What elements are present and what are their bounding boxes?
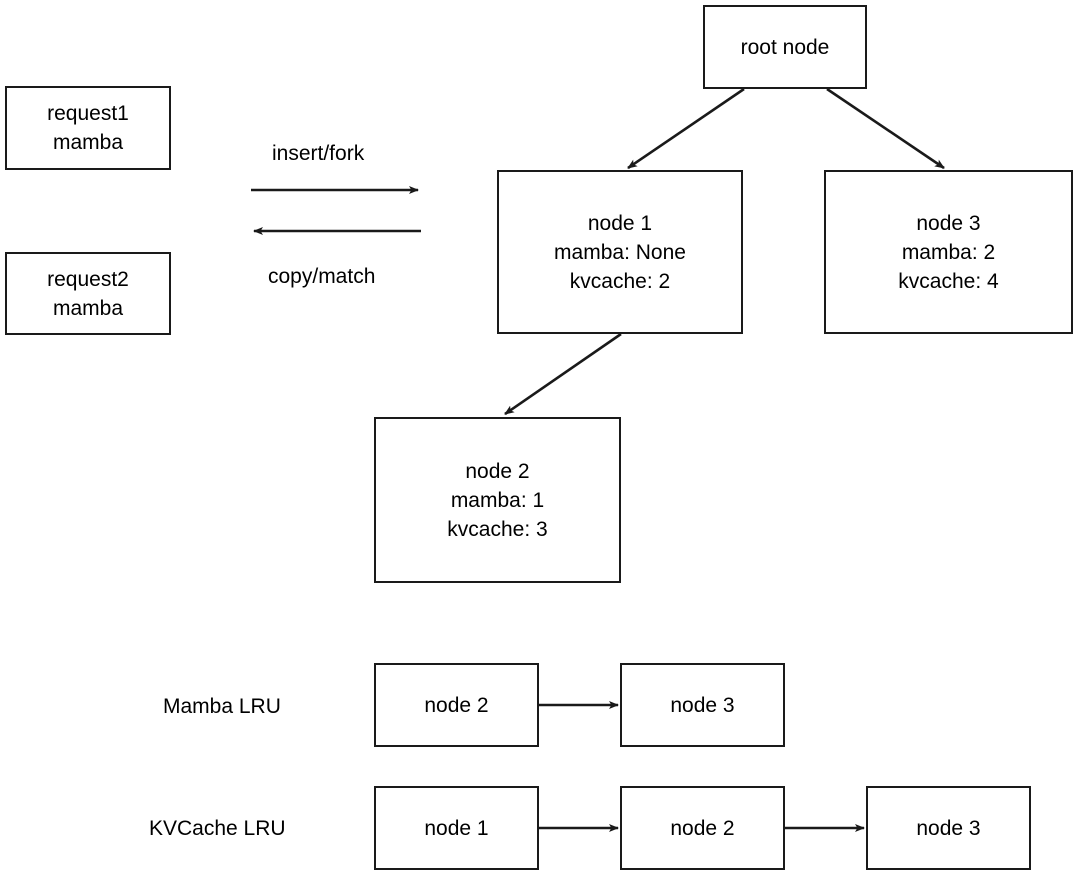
node1-box[interactable]: node 1 mamba: None kvcache: 2	[497, 170, 743, 334]
request2-line-1: request2	[47, 267, 129, 291]
node3-box[interactable]: node 3 mamba: 2 kvcache: 4	[824, 170, 1073, 334]
request1-line-2: mamba	[52, 131, 124, 154]
kvcache-lru-label: KVCache LRU	[149, 817, 286, 840]
node3-mamba: mamba: 2	[901, 240, 996, 264]
kvcache-lru-item-node2[interactable]: node 2	[620, 786, 785, 870]
kvcache-lru-item-node1[interactable]: node 1	[374, 786, 539, 870]
request2-box[interactable]: request2 mamba	[5, 252, 171, 335]
edge-root-to-node3	[826, 87, 945, 170]
node1-title: node 1	[587, 211, 653, 235]
node1-kvcache: kvcache: 2	[569, 269, 671, 293]
mamba-lru-item-node2-label: node 2	[424, 693, 489, 717]
insert-fork-label: insert/fork	[272, 142, 365, 165]
node2-kvcache: kvcache: 3	[447, 517, 548, 541]
kvcache-lru-item-node1-label: node 1	[424, 816, 489, 840]
node1-mamba: mamba: None	[554, 240, 686, 264]
mamba-lru-item-node3-label: node 3	[670, 693, 735, 717]
copy-match-label: copy/match	[268, 265, 376, 288]
kvcache-lru-item-node3-label: node 3	[916, 816, 981, 840]
node2-box[interactable]: node 2 mamba: 1 kvcache: 3	[374, 417, 621, 583]
kvcache-lru-item-node3[interactable]: node 3	[866, 786, 1031, 870]
node3-title: node 3	[916, 211, 981, 235]
node2-title: node 2	[465, 459, 530, 483]
mamba-lru-item-node2[interactable]: node 2	[374, 663, 539, 747]
edge-root-to-node1	[627, 87, 745, 170]
mamba-lru-item-node3[interactable]: node 3	[620, 663, 785, 747]
root-node-label: root node	[740, 35, 830, 59]
request1-line-1: request1	[47, 102, 129, 125]
root-node-box[interactable]: root node	[703, 5, 867, 89]
node2-mamba: mamba: 1	[450, 488, 545, 512]
mamba-lru-label: Mamba LRU	[163, 695, 281, 718]
request1-box[interactable]: request1 mamba	[5, 86, 171, 170]
kvcache-lru-item-node2-label: node 2	[670, 816, 735, 840]
node3-kvcache: kvcache: 4	[898, 269, 999, 293]
edge-node1-to-node2	[504, 332, 622, 416]
request2-line-2: mamba	[52, 296, 124, 320]
